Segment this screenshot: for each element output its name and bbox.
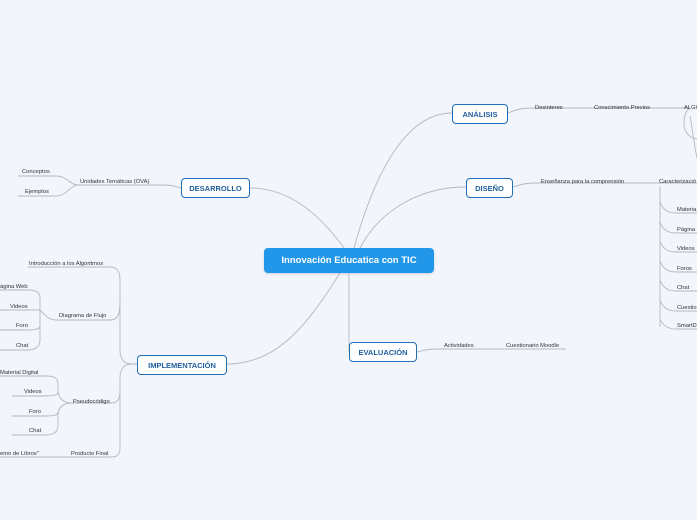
diseno-item-chat[interactable]: Chat	[677, 285, 690, 291]
topic-diseno[interactable]: DISEÑO	[466, 178, 513, 198]
subtopic-desinteres[interactable]: Desinteres	[535, 105, 563, 111]
subtopic-producto-final[interactable]: Producto Final	[71, 451, 109, 457]
diseno-item-cuestionario[interactable]: Cuestio	[677, 305, 697, 311]
diagrama-item-chat[interactable]: Chat	[16, 343, 29, 349]
diagrama-item-foro[interactable]: Foro	[16, 323, 28, 329]
topic-evaluacion[interactable]: EVALUACIÓN	[349, 342, 417, 362]
subtopic-conocimiento-previos[interactable]: Conscimiento Previos	[594, 105, 651, 111]
root-topic[interactable]: Innovación Educatica con TIC	[264, 248, 434, 273]
subtopic-pseudocodigo[interactable]: Pseudocódigo	[73, 399, 110, 405]
producto-item-libros[interactable]: emo de Libros"	[0, 451, 39, 457]
pseudo-item-chat[interactable]: Chat	[29, 428, 42, 434]
desarrollo-item-ejemplos[interactable]: Ejemplos	[25, 189, 49, 195]
topic-implementacion[interactable]: IMPLEMENTACIÓN	[137, 355, 227, 375]
subtopic-ensenanza[interactable]: Enseñanza para la comprensión	[541, 179, 625, 185]
subtopic-introduccion-algoritmos[interactable]: Introducción a los Algoritmos	[29, 261, 104, 267]
subtopic-algo[interactable]: ALGO	[684, 105, 697, 111]
diseno-item-pagina[interactable]: Página	[677, 227, 696, 233]
topic-analisis[interactable]: ANÁLISIS	[452, 104, 508, 124]
subtopic-cuestionario-moodle[interactable]: Cuestionario Moodle	[506, 343, 560, 349]
diseno-item-videos[interactable]: Videos	[677, 246, 695, 252]
subtopic-caracterizacion[interactable]: Caracterizació	[659, 179, 697, 185]
pseudo-item-videos[interactable]: Videos	[24, 389, 42, 395]
topic-desarrollo[interactable]: DESARROLLO	[181, 178, 250, 198]
desarrollo-item-conceptos[interactable]: Conceptos	[22, 169, 50, 175]
subtopic-actividades[interactable]: Actividades	[444, 343, 474, 349]
pseudo-item-material-digital[interactable]: Material Digital	[0, 370, 39, 376]
diseno-item-materia[interactable]: Materia	[677, 207, 697, 213]
diseno-item-smart[interactable]: SmartD	[677, 323, 697, 329]
diagrama-item-pagina-web[interactable]: ágina Web	[0, 284, 28, 290]
pseudo-item-foro[interactable]: Foro	[29, 409, 41, 415]
diagrama-item-videos[interactable]: Videos	[10, 304, 28, 310]
diseno-item-foros[interactable]: Foros	[677, 266, 692, 272]
subtopic-diagrama-flujo[interactable]: Diagrama de Flujo	[59, 313, 107, 319]
subtopic-unidades-tematicas[interactable]: Unidades Temáticas (OVA)	[80, 179, 150, 185]
